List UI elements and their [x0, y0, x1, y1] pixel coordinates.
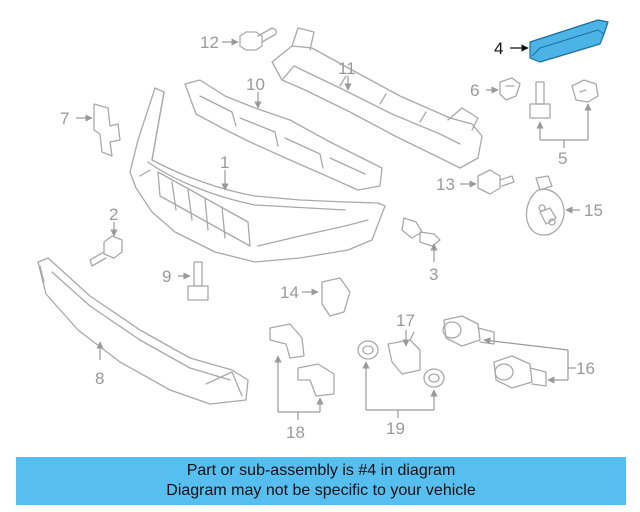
leader-lines: [76, 38, 592, 420]
grille-part-8: [37, 257, 249, 405]
info-banner: Part or sub-assembly is #4 in diagram Di…: [16, 457, 626, 505]
bracket-part-7: [93, 103, 121, 157]
bracket-part-17: [387, 331, 421, 375]
callout-15: 15: [584, 201, 603, 220]
bolt-part-12: [239, 27, 277, 51]
callout-19: 19: [386, 419, 405, 438]
bolts-part-5: [529, 79, 599, 119]
callout-4: 4: [494, 39, 503, 58]
bolt-part-13: [477, 169, 515, 195]
callout-2: 2: [109, 205, 118, 224]
callout-11: 11: [338, 59, 356, 78]
cap-part-14: [321, 277, 351, 317]
parts-diagram: 1 2 3 4 5 6 7 8 9 10 11 12 13 14 15 16 1…: [37, 19, 609, 442]
callout-1: 1: [220, 153, 229, 172]
callout-17: 17: [396, 311, 415, 330]
wiring-harness-part-15: [525, 175, 565, 236]
callout-10: 10: [246, 75, 265, 94]
callout-9: 9: [162, 267, 171, 286]
clip-part-6: [499, 77, 521, 101]
sensors-part-16: [442, 315, 547, 389]
banner-line-1: Part or sub-assembly is #4 in diagram: [186, 462, 456, 479]
bolt-part-3: [401, 217, 441, 247]
callout-5: 5: [558, 149, 567, 168]
callout-14: 14: [280, 283, 299, 302]
callout-6: 6: [470, 81, 479, 100]
callout-8: 8: [95, 369, 104, 388]
energy-absorber-part: [184, 79, 383, 191]
banner-line-2: Diagram may not be specific to your vehi…: [166, 482, 476, 499]
callout-3: 3: [429, 265, 438, 284]
callout-13: 13: [436, 175, 455, 194]
brackets-part-18: [269, 323, 335, 397]
reinforcement-beam-part: [271, 27, 483, 169]
grommets-part-19: [357, 340, 445, 388]
highlighted-part-4: [529, 19, 609, 63]
bolt-part-9: [187, 261, 209, 301]
callout-7: 7: [60, 109, 69, 128]
bolt-part-2: [89, 235, 123, 267]
bumper-cover-part: [129, 87, 386, 263]
callout-16: 16: [576, 359, 595, 378]
callout-12: 12: [200, 33, 219, 52]
callout-18: 18: [286, 423, 305, 442]
